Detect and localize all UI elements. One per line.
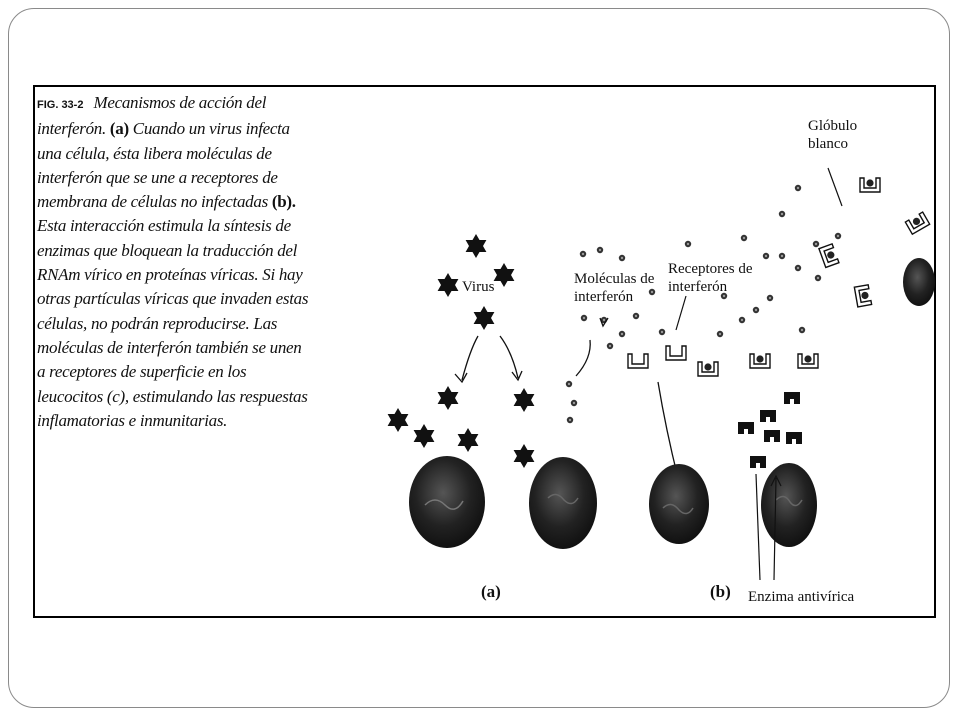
virus-particle bbox=[387, 408, 409, 432]
caption-panel-ref: (a) bbox=[109, 119, 129, 139]
enzyme bbox=[738, 422, 754, 434]
wbc-receptor bbox=[859, 177, 881, 193]
enzyme bbox=[786, 432, 802, 444]
signal-arrow bbox=[657, 381, 679, 479]
antiviral-enzymes bbox=[738, 392, 802, 468]
caption-fragment: Esta interacción estimula la síntesis de… bbox=[37, 216, 309, 406]
globulo-label-1: Glóbulo bbox=[808, 118, 857, 134]
membrane-receptors bbox=[627, 345, 819, 377]
leukocyte bbox=[903, 258, 935, 306]
caption-panel-ref: (b). bbox=[271, 192, 296, 212]
enzyme bbox=[750, 456, 766, 468]
virus-particle bbox=[465, 234, 487, 258]
virus-particle bbox=[457, 428, 479, 452]
moleculas-label-1: Moléculas de bbox=[574, 271, 655, 287]
caption-fragment: Cuando un virus infecta una célula, ésta… bbox=[37, 119, 290, 212]
virus-group bbox=[387, 234, 535, 468]
wbc-receptor bbox=[818, 243, 840, 269]
molecule-arrows bbox=[575, 317, 609, 377]
virus-label: Virus bbox=[462, 279, 495, 295]
panel-a-label: (a) bbox=[481, 582, 501, 601]
wbc-receptor bbox=[853, 284, 873, 308]
figure-number: FIG. 33-2 bbox=[37, 99, 84, 111]
virus-particle bbox=[437, 273, 459, 297]
wbc-receptor bbox=[904, 211, 931, 235]
cell-group-a bbox=[409, 456, 597, 549]
caption-text: Mecanismos de acción del interferón. (a)… bbox=[37, 93, 308, 430]
virus-particle bbox=[493, 263, 515, 287]
protected-cell bbox=[649, 464, 709, 544]
receptor-bound bbox=[697, 361, 719, 377]
virus-particle bbox=[437, 386, 459, 410]
caption-fragment: , estimulando las respuestas inflamatori… bbox=[37, 386, 308, 430]
enzima-label: Enzima antivírica bbox=[748, 589, 855, 605]
enzyme bbox=[760, 410, 776, 422]
receptor-bound bbox=[797, 353, 819, 369]
enzyme bbox=[784, 392, 800, 404]
cell-group-b bbox=[649, 463, 817, 547]
host-cell bbox=[529, 457, 597, 549]
virus-particle bbox=[513, 388, 535, 412]
receptores-label-1: Receptores de bbox=[668, 261, 753, 277]
white-blood-cell bbox=[818, 177, 935, 308]
virus-particle bbox=[473, 306, 495, 330]
caption-fragment: (c) bbox=[106, 386, 125, 406]
receptor bbox=[665, 345, 687, 361]
receptores-label-2: interferón bbox=[668, 279, 728, 295]
virus-particle bbox=[413, 424, 435, 448]
protected-cell bbox=[761, 463, 817, 547]
receptor bbox=[627, 353, 649, 369]
receptor-bound bbox=[749, 353, 771, 369]
infection-arrows bbox=[454, 335, 523, 384]
panel-b-label: (b) bbox=[710, 582, 731, 601]
moleculas-label-2: interferón bbox=[574, 289, 634, 305]
globulo-pointer bbox=[827, 167, 843, 207]
enzyme-pointer bbox=[755, 473, 761, 581]
enzyme bbox=[764, 430, 780, 442]
host-cell bbox=[409, 456, 485, 548]
receptor-pointer bbox=[675, 295, 687, 331]
globulo-label-2: blanco bbox=[808, 136, 848, 152]
virus-particle bbox=[513, 444, 535, 468]
caption-fragment: Mecanismos de acción del interferón. bbox=[37, 93, 267, 139]
